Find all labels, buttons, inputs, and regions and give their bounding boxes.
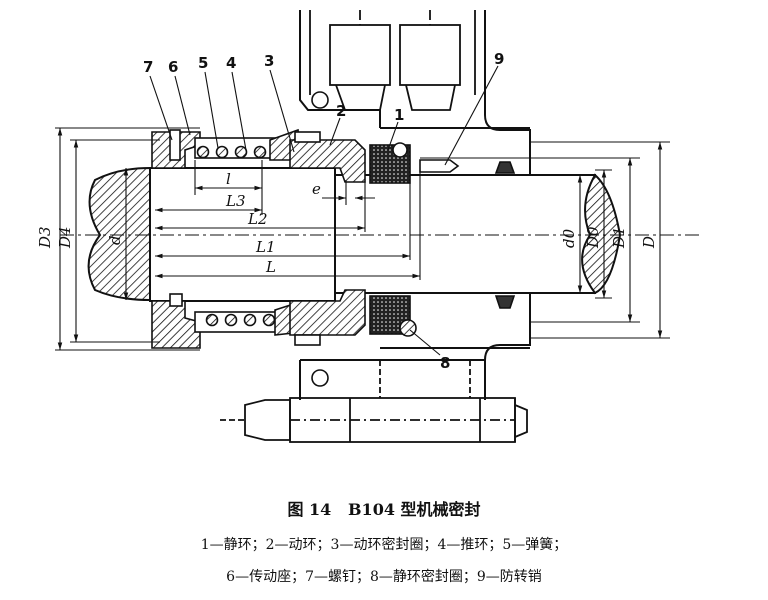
top-ports — [309, 10, 476, 111]
dim-label-D0: D0 — [584, 226, 602, 249]
part-label-2: 2 — [336, 102, 346, 120]
part-labels: 7 6 5 4 3 2 1 9 8 — [143, 50, 504, 372]
dim-label-l: l — [226, 170, 231, 188]
part-label-9: 9 — [494, 50, 504, 68]
figure-caption: 图 14 B104 型机械密封 — [0, 496, 768, 520]
figure-title: B104 型机械密封 — [348, 500, 481, 519]
lower-seal-assembly — [151, 289, 516, 387]
part-label-1: 1 — [394, 106, 404, 124]
dim-label-e: e — [312, 180, 321, 198]
part-label-5: 5 — [198, 54, 208, 72]
part-label-3: 3 — [264, 52, 274, 70]
legend-line-2: 6—传动座；7—螺钉；8—静环密封圈；9—防转销 — [226, 569, 542, 585]
dimension-lines — [55, 127, 670, 351]
dim-label-L1: L1 — [255, 238, 276, 256]
dim-label-D: D — [640, 236, 658, 249]
upper-seal-assembly — [151, 91, 516, 184]
dim-label-D1: D1 — [610, 226, 628, 249]
bottom-bolt — [220, 360, 528, 443]
dim-label-d: d — [106, 235, 124, 245]
part-label-4: 4 — [226, 54, 236, 72]
part-label-6: 6 — [168, 58, 178, 76]
figure-number: 图 14 — [287, 500, 332, 519]
dim-label-L2: L2 — [247, 210, 268, 228]
legend-line-1: 1—静环；2—动环；3—动环密封圈；4—推环；5—弹簧； — [200, 537, 568, 553]
part-label-8: 8 — [440, 354, 450, 372]
leader-lines — [149, 65, 499, 356]
part-label-7: 7 — [143, 58, 153, 76]
dimension-labels: D3 D4 d l L3 L2 L1 L e d0 D0 D1 D — [36, 170, 658, 276]
dim-label-d0: d0 — [560, 228, 578, 248]
dim-label-L3: L3 — [225, 192, 246, 210]
dim-label-L: L — [265, 258, 276, 276]
dim-label-D4: D4 — [56, 226, 74, 249]
seal-housing — [299, 10, 531, 400]
dim-label-D3: D3 — [36, 226, 54, 249]
